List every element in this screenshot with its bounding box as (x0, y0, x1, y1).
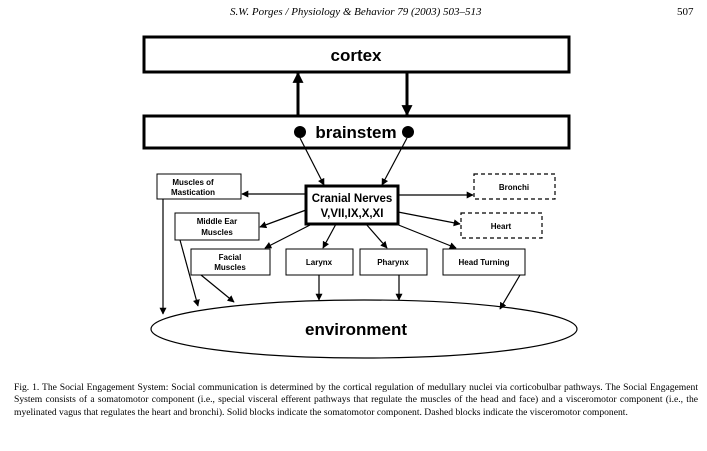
arrow-head-turning-to-environment (499, 274, 521, 310)
running-title: S.W. Porges / Physiology & Behavior 79 (… (230, 6, 482, 18)
head-turning-box (442, 248, 526, 276)
middle-ear-box (174, 212, 260, 241)
mastication-label-line1: Muscles of (172, 178, 214, 187)
head-turning-label: Head Turning (459, 258, 510, 267)
environment-ellipse (150, 299, 578, 359)
mastication-box (156, 173, 242, 200)
figure-caption: Fig. 1. The Social Engagement System: So… (14, 382, 698, 418)
social-engagement-diagram: cortex brainstem Cranial Nerves V,VII,IX… (142, 35, 578, 359)
heart-box (460, 212, 543, 239)
bronchi-box (473, 173, 556, 200)
arrow-to-heart (397, 211, 461, 227)
middle-ear-label-line1: Middle Ear (197, 217, 237, 226)
arrow-middle-ear-to-environment (179, 239, 200, 307)
arrow-facial-to-environment (200, 274, 235, 303)
brainstem-nucleus-right (402, 126, 414, 138)
cortex-label: cortex (330, 46, 382, 65)
facial-muscles-box (190, 248, 271, 276)
cranial-nerves-label-line1: Cranial Nerves (312, 193, 393, 205)
middle-ear-label-line2: Muscles (201, 228, 233, 237)
larynx-box (285, 248, 354, 276)
brainstem-nucleus-left (294, 126, 306, 138)
mastication-label-line2: Mastication (171, 188, 215, 197)
cortex-box (142, 35, 571, 74)
arrow-brainstem-right-to-cranial (381, 137, 408, 186)
arrow-to-larynx (322, 223, 337, 249)
heart-label: Heart (491, 222, 512, 231)
cranial-nerves-label-line2: V,VII,IX,X,XI (321, 208, 384, 220)
brainstem-box (142, 114, 571, 150)
pharynx-label: Pharynx (377, 258, 409, 267)
cranial-nerves-box (304, 184, 400, 226)
larynx-label: Larynx (306, 258, 333, 267)
brainstem-label: brainstem (315, 123, 396, 142)
arrow-to-facial (264, 223, 313, 249)
arrow-to-pharynx (365, 223, 388, 249)
arrow-to-middle-ear (259, 209, 307, 229)
bronchi-label: Bronchi (499, 183, 529, 192)
facial-muscles-label-line1: Facial (219, 253, 242, 262)
environment-label: environment (305, 320, 407, 339)
arrow-to-head-turning (395, 223, 457, 249)
page-number: 507 (677, 6, 694, 18)
arrow-brainstem-left-to-cranial (299, 137, 325, 186)
facial-muscles-label-line2: Muscles (214, 263, 246, 272)
pharynx-box (359, 248, 428, 276)
